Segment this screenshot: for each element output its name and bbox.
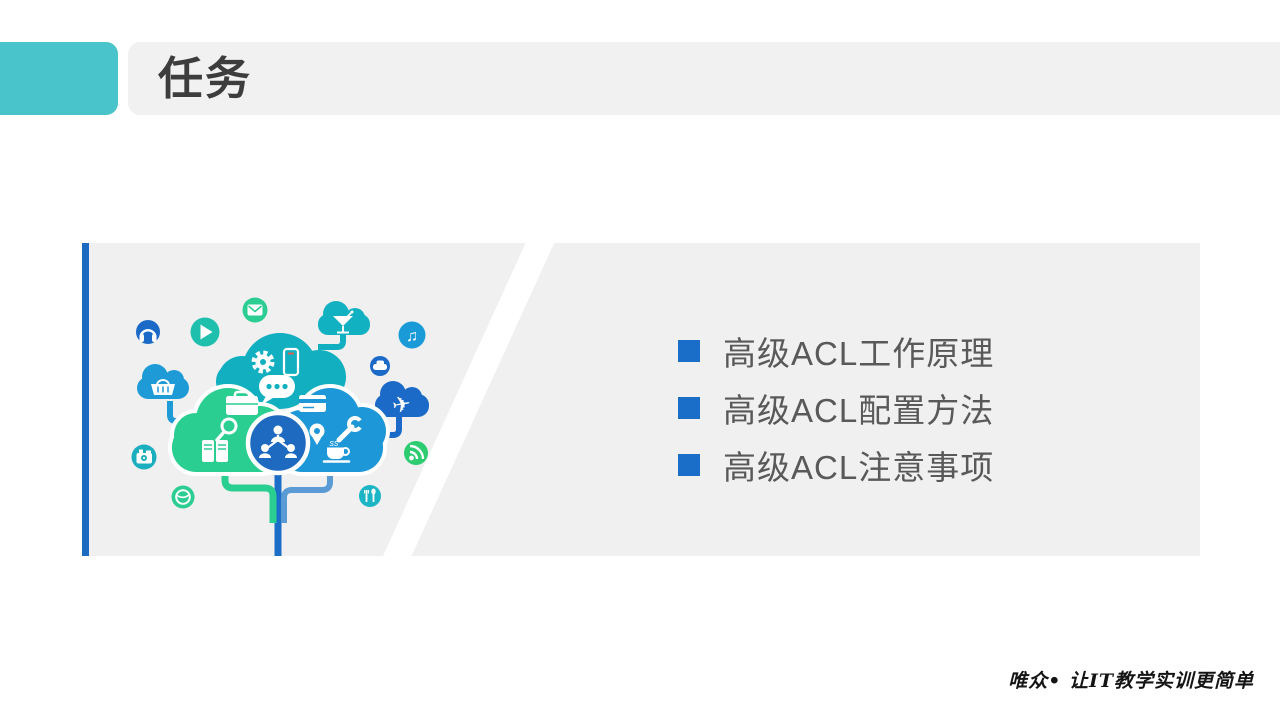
connector-lines: [167, 333, 402, 556]
camera-icon: [131, 444, 157, 470]
wrench-icon: [336, 416, 366, 443]
task-label: 高级ACL配置方法: [723, 391, 995, 429]
fork-spoon-icon: [359, 485, 381, 507]
task-list: 高级ACL工作原理 高级ACL配置方法 高级ACL注意事项: [678, 322, 994, 493]
svg-text:✈: ✈: [390, 391, 412, 419]
car-icon: [370, 356, 390, 376]
content-panel: ♫ ✈: [82, 243, 1200, 556]
bullet-square-icon: [678, 339, 700, 362]
credit-card-icon: [299, 395, 326, 412]
panel-accent-bar: [82, 243, 89, 556]
list-item: 高级ACL配置方法: [678, 379, 994, 436]
play-icon: [190, 317, 220, 347]
magnifier-icon: [215, 417, 238, 442]
server-icon: [202, 440, 228, 462]
bullet-square-icon: [678, 453, 700, 476]
location-pin-icon: [309, 423, 325, 445]
chat-dots-icon: [259, 375, 295, 405]
network-users-icon: [245, 410, 311, 476]
svg-text:♫: ♫: [406, 328, 418, 345]
page-title: 任务: [158, 53, 253, 104]
rss-icon: [404, 441, 428, 465]
header-bar: 任务: [128, 42, 1280, 115]
smartphone-icon: [282, 347, 300, 377]
headphones-icon: [136, 320, 160, 344]
plane-icon: ✈: [375, 381, 429, 418]
list-item: 高级ACL注意事项: [678, 436, 994, 493]
cocktail-icon: [318, 301, 370, 335]
brand-footer: 唯众• 让IT教学实训更简单: [1008, 670, 1254, 692]
bullet-square-icon: [678, 396, 700, 419]
cloud-tree-illustration: ♫ ✈: [131, 297, 429, 556]
gear-icon: [251, 350, 275, 374]
coffee-icon: ss: [322, 438, 351, 463]
task-label: 高级ACL工作原理: [723, 334, 995, 372]
envelope-icon: [242, 297, 268, 323]
teal-accent-tab: [0, 42, 118, 115]
svg-text:ss: ss: [330, 438, 340, 448]
list-item: 高级ACL工作原理: [678, 322, 994, 379]
task-label: 高级ACL注意事项: [723, 448, 995, 486]
briefcase-icon: [226, 390, 258, 415]
shopping-basket-icon: [137, 364, 189, 399]
globe-icon: [171, 485, 195, 509]
music-icon: ♫: [398, 321, 426, 349]
